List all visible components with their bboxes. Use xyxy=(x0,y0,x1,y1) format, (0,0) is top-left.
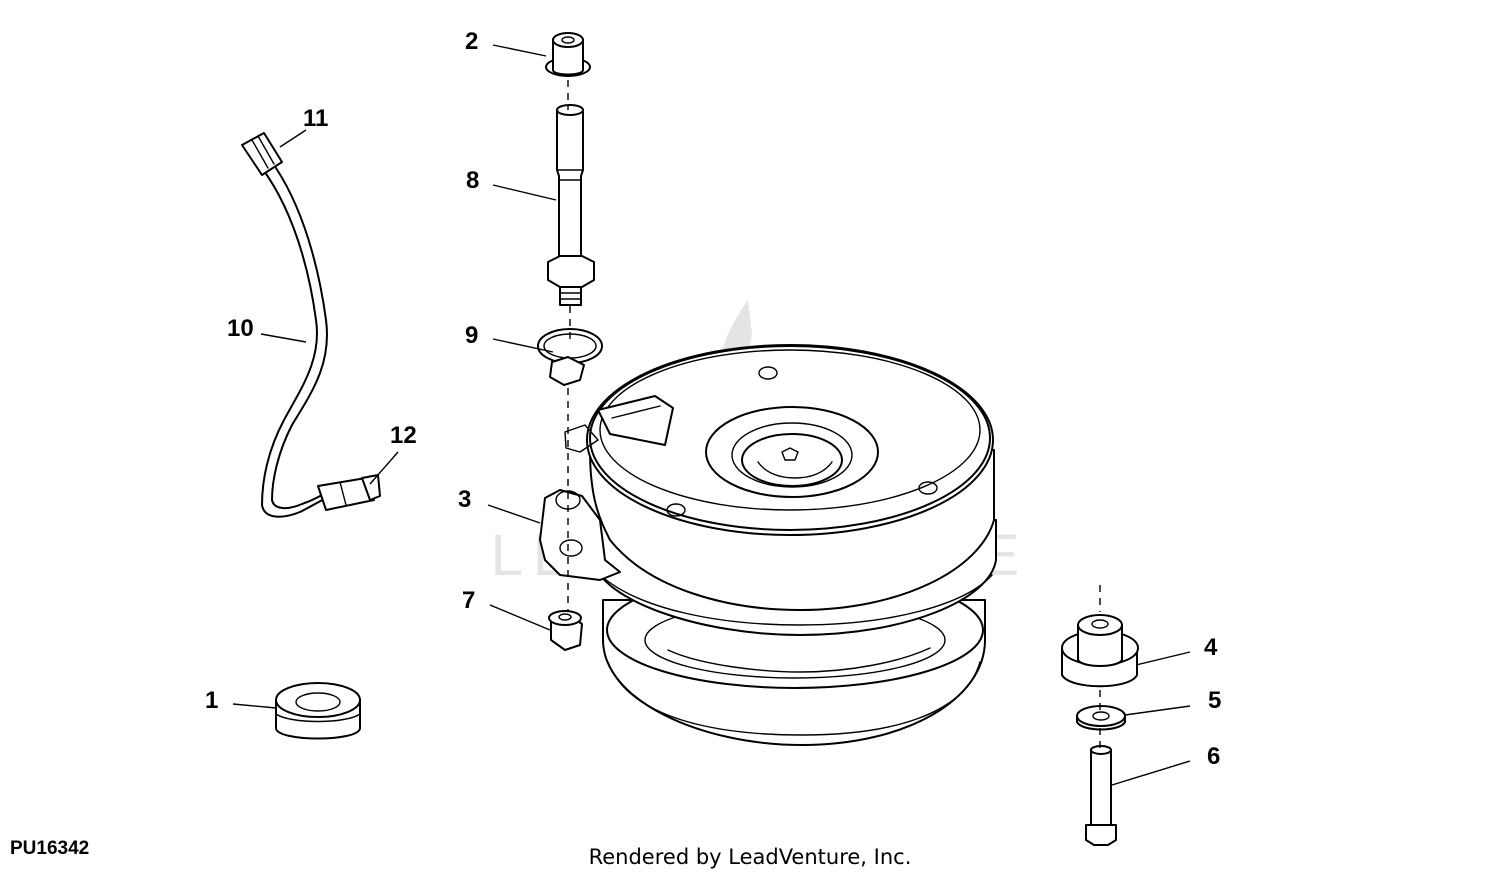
part-10-harness xyxy=(261,167,331,518)
callout-10: 10 xyxy=(227,315,254,342)
leader-lines xyxy=(232,44,1191,786)
part-1-grommet xyxy=(275,682,361,740)
pto-clutch-assembly xyxy=(539,344,997,746)
footer-credit: Rendered by LeadVenture, Inc. xyxy=(589,845,912,869)
part-7-nut xyxy=(548,610,583,651)
callout-12: 12 xyxy=(390,422,417,449)
part-12-connector xyxy=(317,474,381,511)
center-lines xyxy=(567,80,1101,748)
part-4-spacer xyxy=(1061,614,1139,688)
callout-6: 6 xyxy=(1207,743,1220,770)
part-11-connector xyxy=(241,132,283,176)
callout-9: 9 xyxy=(465,322,478,349)
callout-11: 11 xyxy=(303,105,328,132)
part-2-bushing xyxy=(545,32,591,77)
figure-id: PU16342 xyxy=(10,838,89,859)
part-8-shoulder-bolt xyxy=(547,104,595,306)
part-9-clamp xyxy=(537,328,603,386)
callout-3: 3 xyxy=(458,486,471,513)
callouts: 1 2 3 4 5 6 7 8 9 10 11 12 xyxy=(205,28,1221,770)
callout-4: 4 xyxy=(1204,634,1218,661)
part-5-washer xyxy=(1076,705,1126,731)
callout-7: 7 xyxy=(462,587,475,614)
callout-8: 8 xyxy=(466,167,479,194)
callout-1: 1 xyxy=(205,687,218,714)
callout-2: 2 xyxy=(465,28,478,55)
callout-5: 5 xyxy=(1208,687,1221,714)
part-6-bolt xyxy=(1085,745,1117,846)
